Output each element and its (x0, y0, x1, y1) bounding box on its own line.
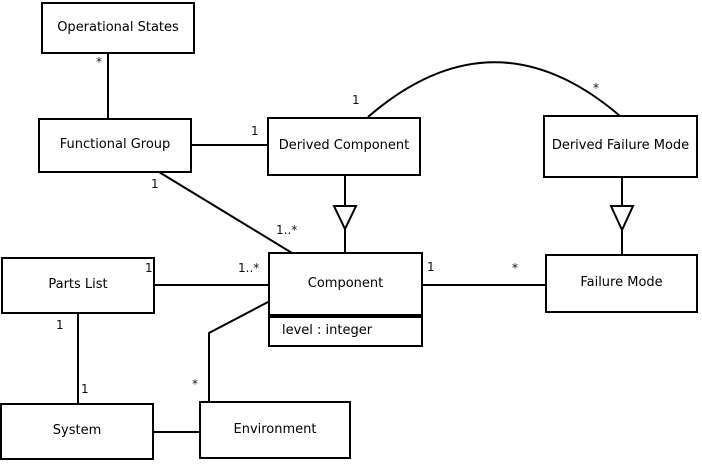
multiplicity-label: * (96, 55, 102, 69)
multiplicity-label: * (192, 377, 198, 391)
class-name: System (52, 423, 102, 439)
class-derived-component: Derived Component (267, 117, 421, 176)
multiplicity-label: 1 (251, 124, 259, 138)
class-name: Derived Failure Mode (551, 138, 690, 154)
class-name: Derived Component (278, 138, 410, 154)
edge-functional-group-component (158, 171, 293, 254)
class-name: Parts List (48, 277, 108, 293)
class-name: Failure Mode (580, 275, 663, 291)
multiplicity-label: 1 (352, 93, 360, 107)
multiplicity-label: 1 (81, 382, 89, 396)
class-operational-states: Operational States (41, 2, 195, 54)
multiplicity-label: 1 (145, 261, 153, 275)
multiplicity-label: * (512, 261, 518, 275)
multiplicity-label: 1 (151, 177, 159, 191)
class-name: Component (307, 275, 384, 291)
class-environment: Environment (199, 401, 351, 459)
class-system: System (0, 403, 154, 460)
multiplicity-label: 1 (56, 318, 64, 332)
class-functional-group: Functional Group (38, 118, 192, 173)
generalization-triangle-failure-mode-icon (609, 205, 635, 233)
generalization-triangle-component-icon (332, 205, 358, 232)
multiplicity-label: 1..* (238, 261, 260, 275)
edge-environment-component (208, 301, 269, 402)
class-failure-mode: Failure Mode (545, 254, 698, 313)
class-name: Operational States (57, 19, 179, 35)
class-component-name-compartment: Component (268, 252, 423, 316)
multiplicity-label: 1 (427, 260, 435, 274)
class-name: Environment (233, 421, 317, 437)
multiplicity-label: * (593, 81, 599, 95)
edge-arc-derived-component-derived-failure-mode (367, 61, 621, 118)
class-name: Functional Group (59, 137, 171, 153)
class-attribute: level : integer (282, 323, 373, 339)
class-derived-failure-mode: Derived Failure Mode (543, 115, 698, 178)
class-parts-list: Parts List (1, 257, 155, 314)
class-component-attribute-compartment: level : integer (268, 316, 423, 347)
multiplicity-label: 1..* (276, 223, 298, 237)
